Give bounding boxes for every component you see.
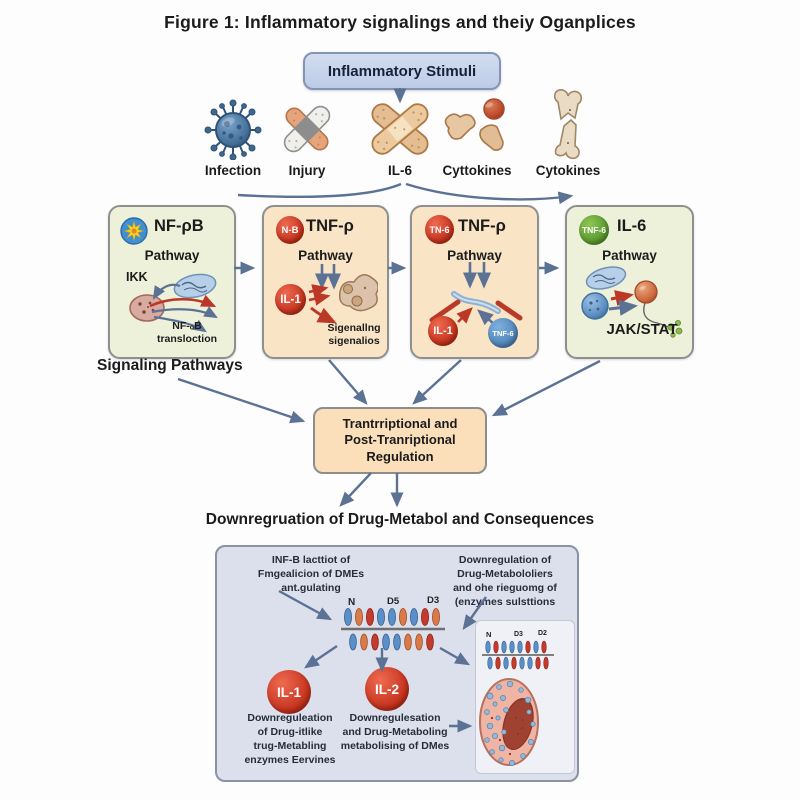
infection-label: Infection [204, 163, 262, 178]
consequences-heading: Downregruation of Drug-Metabol and Conse… [205, 511, 595, 528]
target-cell-icon [338, 274, 378, 312]
figure-title: Figure 1: Inflammatory signalings and th… [164, 12, 636, 32]
signaling-note: Sigenallng sigenalios [327, 322, 381, 348]
svg-text:N: N [348, 597, 355, 608]
inflammatory-stimuli-box: Inflammatory Stimuli [303, 52, 501, 90]
tn6-badge: TN-6 [425, 215, 454, 244]
pathway2-subtitle: Pathway [298, 248, 353, 263]
receptor-sphere-icon [634, 280, 658, 304]
crossed-bandages-icon [371, 103, 429, 155]
membrane-icon: N D5 D3 [341, 595, 445, 651]
sun-badge-icon [120, 217, 148, 245]
tnf6-badge: TNF-6 [579, 215, 609, 245]
panel-bottom-left-text: Downreguleation of Drug-itlike trug-Meta… [244, 712, 336, 766]
pathway4-subtitle: Pathway [602, 248, 657, 263]
cell-icon [479, 678, 539, 766]
blue-sphere-icon [581, 292, 609, 320]
pathway1-title: NF-ρB [154, 217, 204, 235]
il6-stimulus-label: IL-6 [387, 163, 413, 178]
pathway-box-tnf2: TN-6 TNF-ρ Pathway IL-1 TNF-6 [410, 205, 539, 359]
il1-consequence-badge: IL-1 [267, 670, 311, 714]
pathway2-title: TNF-ρ [306, 217, 354, 235]
svg-text:N: N [486, 630, 491, 639]
il2-consequence-badge: IL-2 [365, 667, 409, 711]
svg-text:D5: D5 [387, 596, 400, 607]
pathway1-subtitle: Pathway [144, 248, 200, 263]
pathway4-title: IL-6 [617, 217, 647, 235]
svg-text:D3: D3 [514, 631, 523, 638]
regulation-line3: Regulation [366, 448, 434, 464]
jakstat-label: JAK/STAT [606, 321, 678, 338]
regulation-line1: Trantrriptional and [342, 416, 458, 432]
tnf-badge: TNF-6 [488, 318, 518, 348]
cyttokines-label: Cyttokines [442, 163, 512, 178]
inflammatory-stimuli-label: Inflammatory Stimuli [327, 62, 477, 80]
signaling-pathways-label: Signaling Pathways [97, 357, 243, 374]
pathway3-title: TNF-ρ [458, 217, 506, 235]
pathway3-subtitle: Pathway [447, 248, 502, 263]
nucleus-disc-icon-2 [585, 266, 627, 290]
panel-top-left-text: INF-B lacttiot of Fmgealicion of DMEs an… [257, 554, 365, 594]
ikk-label: IKK [126, 270, 148, 284]
nucleus-disc-icon [173, 273, 217, 299]
virus-icon [204, 99, 262, 160]
mini-membrane-icon: N D3 D2 [482, 630, 554, 670]
regulation-line2: Post-Tranriptional [344, 432, 456, 448]
injury-label: Injury [288, 163, 326, 178]
bone-fragments-icon [444, 98, 505, 151]
pathway-box-il6: TNF-6 IL-6 Pathway JAK/STAT [565, 205, 694, 359]
svg-text:D3: D3 [427, 595, 439, 606]
injury-bandage-icon [283, 105, 331, 153]
il1-badge-2: IL-1 [428, 316, 458, 346]
nb-badge: N-B [276, 216, 304, 244]
consequences-panel: INF-B lacttiot of Fmgealicion of DMEs an… [215, 545, 579, 782]
pathway-box-nfkb: NF-ρB Pathway IKK NF-ₒB transloction [108, 205, 236, 359]
broken-bone-icon [553, 89, 583, 160]
cytokines-label: Cytokines [535, 163, 601, 178]
translocation-note: NF-ₒB transloction [156, 320, 218, 346]
cell-subpanel: N D3 D2 [475, 620, 575, 774]
regulation-box: Trantrriptional and Post-Tranriptional R… [313, 407, 487, 474]
panel-bottom-mid-text: Downregulesation and Drug-Metaboling met… [340, 712, 450, 752]
svg-text:D2: D2 [538, 630, 547, 637]
il1-badge: IL-1 [275, 284, 306, 315]
pathway-box-tnf1: N-B TNF-ρ Pathway IL-1 Sigenallng sigena… [262, 205, 389, 359]
